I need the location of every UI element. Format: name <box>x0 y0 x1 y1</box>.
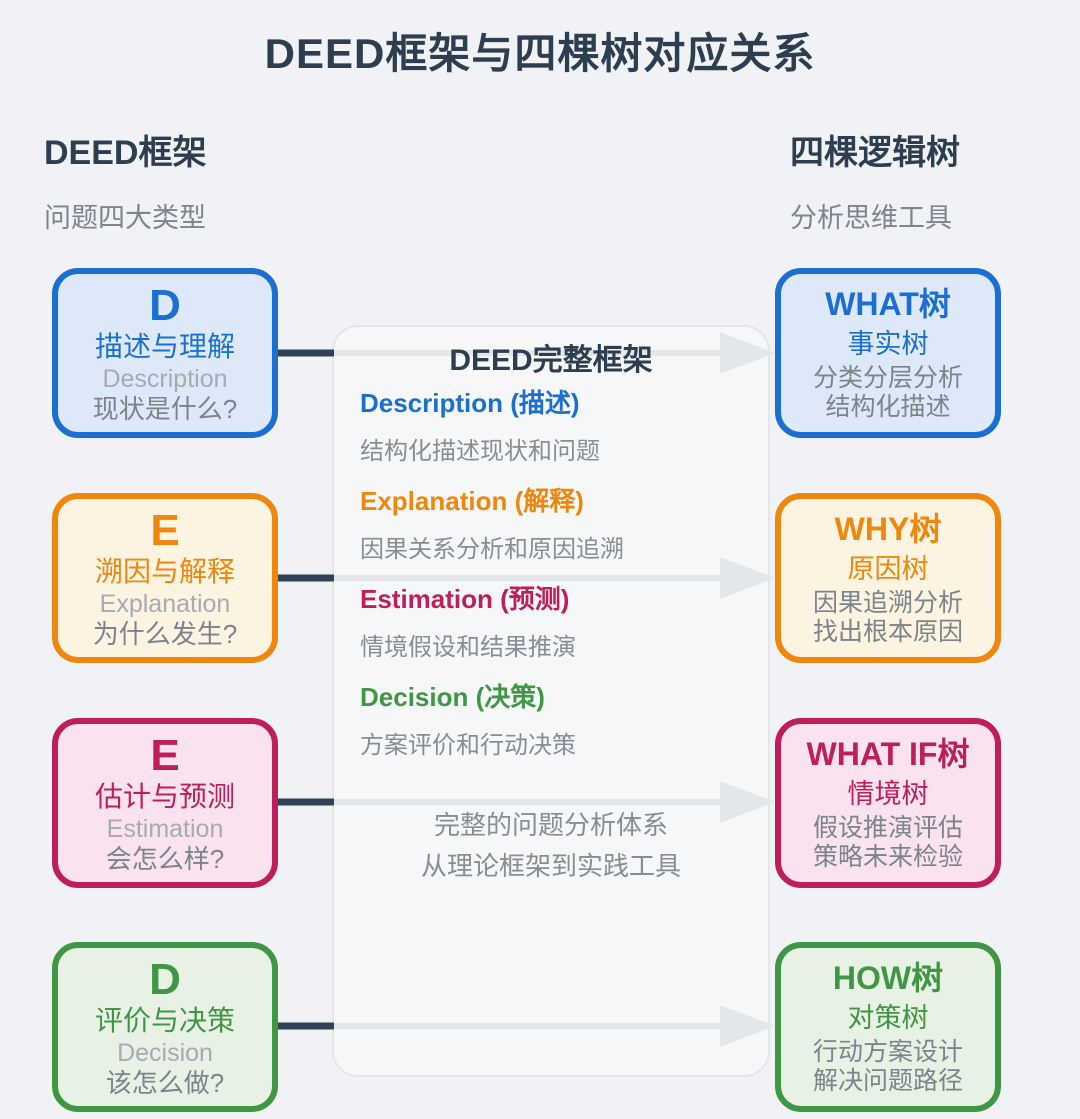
deed-box-question: 会怎么样? <box>105 843 225 874</box>
panel-item-estimation: Estimation (预测) 情境假设和结果推演 <box>360 579 760 662</box>
panel-item-desc: 因果关系分析和原因追溯 <box>360 536 624 563</box>
center-panel-background <box>332 325 770 1077</box>
deed-box-decision: D 评价与决策 Decision 该怎么做? <box>52 942 278 1112</box>
right-column-subheading: 分析思维工具 <box>790 203 952 233</box>
tree-box-line1: 行动方案设计 <box>812 1038 963 1066</box>
center-panel-title: DEED完整框架 <box>449 344 653 377</box>
deed-box-english: Explanation <box>99 589 231 618</box>
center-panel: DEED完整框架 Description (描述) 结构化描述现状和问题 Exp… <box>332 325 770 1077</box>
deed-box-english: Decision <box>117 1038 213 1067</box>
connector-row-4 <box>270 1005 775 1047</box>
arrowhead-icon <box>720 781 775 823</box>
tree-box-subtitle: 事实树 <box>847 329 929 359</box>
deed-letter: E <box>150 505 180 555</box>
tree-box-title: HOW树 <box>832 960 944 996</box>
left-column-header: DEED框架 问题四大类型 <box>44 125 206 235</box>
panel-item-description: Description (描述) 结构化描述现状和问题 <box>360 383 760 466</box>
panel-footer-line1: 完整的问题分析体系 <box>433 810 668 840</box>
connector-row-3 <box>270 781 775 823</box>
deed-box-title: 估计与预测 <box>94 780 235 812</box>
panel-item-decision: Decision (决策) 方案评价和行动决策 <box>360 677 760 760</box>
tree-box-subtitle: 情境树 <box>847 779 929 809</box>
panel-item-heading: Decision (决策) <box>360 682 545 712</box>
panel-item-heading: Description (描述) <box>360 388 580 418</box>
tree-box-line1: 分类分层分析 <box>812 364 963 392</box>
deed-box-title: 评价与决策 <box>94 1004 235 1036</box>
deed-box-question: 该怎么做? <box>105 1067 225 1098</box>
deed-box-english: Estimation <box>106 814 224 843</box>
tree-box-line2: 找出根本原因 <box>812 618 963 646</box>
tree-box-what-if: WHAT IF树 情境树 假设推演评估 策略未来检验 <box>775 718 1001 888</box>
deed-letter: D <box>149 280 181 330</box>
deed-box-description: D 描述与理解 Description 现状是什么? <box>52 268 278 438</box>
connector-row-1 <box>270 332 775 374</box>
deed-box-question: 现状是什么? <box>92 393 238 424</box>
tree-box-what: WHAT树 事实树 分类分层分析 结构化描述 <box>775 268 1001 438</box>
tree-box-line2: 解决问题路径 <box>812 1067 963 1095</box>
tree-box-how: HOW树 对策树 行动方案设计 解决问题路径 <box>775 942 1001 1112</box>
tree-box-title: WHAT IF树 <box>806 736 970 772</box>
deed-box-explanation: E 溯因与解释 Explanation 为什么发生? <box>52 493 278 663</box>
left-column-heading: DEED框架 <box>44 134 207 172</box>
panel-item-desc: 方案评价和行动决策 <box>360 732 576 759</box>
panel-item-desc: 结构化描述现状和问题 <box>360 438 600 465</box>
panel-item-heading: Estimation (预测) <box>360 584 570 614</box>
page-title: DEED框架与四棵树对应关系 <box>264 30 816 77</box>
panel-item-desc: 情境假设和结果推演 <box>360 634 576 661</box>
tree-box-line1: 假设推演评估 <box>812 814 963 842</box>
tree-box-line1: 因果追溯分析 <box>812 589 963 617</box>
left-column-subheading: 问题四大类型 <box>44 203 206 233</box>
right-column-header: 四棵逻辑树 分析思维工具 <box>790 125 960 235</box>
tree-box-subtitle: 对策树 <box>847 1003 929 1033</box>
panel-item-heading: Explanation (解释) <box>360 486 584 516</box>
tree-box-line2: 结构化描述 <box>825 393 951 421</box>
tree-box-title: WHY树 <box>834 511 942 547</box>
deed-box-question: 为什么发生? <box>92 618 238 649</box>
right-column-heading: 四棵逻辑树 <box>790 134 960 172</box>
tree-box-title: WHAT树 <box>825 286 951 322</box>
tree-box-line2: 策略未来检验 <box>812 843 963 871</box>
arrowhead-icon <box>720 557 775 599</box>
deed-letter: E <box>150 730 180 780</box>
deed-box-estimation: E 估计与预测 Estimation 会怎么样? <box>52 718 278 888</box>
deed-box-english: Description <box>102 364 228 393</box>
connector-row-2 <box>270 557 775 599</box>
panel-item-explanation: Explanation (解释) 因果关系分析和原因追溯 <box>360 481 760 564</box>
deed-box-title: 描述与理解 <box>94 330 235 362</box>
panel-footer-line2: 从理论框架到实践工具 <box>420 851 681 881</box>
arrowhead-icon <box>720 1005 775 1047</box>
deed-letter: D <box>149 954 181 1004</box>
tree-box-why: WHY树 原因树 因果追溯分析 找出根本原因 <box>775 493 1001 663</box>
deed-box-title: 溯因与解释 <box>94 555 235 587</box>
arrowhead-icon <box>720 332 775 374</box>
tree-box-subtitle: 原因树 <box>847 554 929 584</box>
